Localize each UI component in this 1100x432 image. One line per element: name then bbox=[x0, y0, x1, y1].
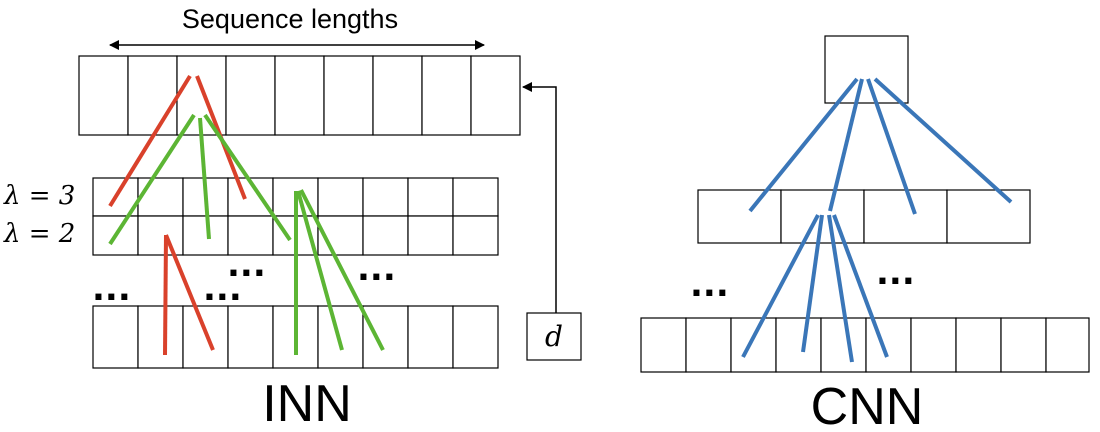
inn-lambda2-cell bbox=[407, 215, 454, 256]
cnn-ellipsis: ... bbox=[876, 253, 915, 293]
lambda-2-label: λ = 2 bbox=[3, 219, 75, 249]
cnn-middle-row bbox=[697, 189, 1031, 244]
inn-lambda2-cell bbox=[227, 215, 274, 256]
inn-lambda3-cell bbox=[317, 177, 364, 217]
inn-lambda2-cell bbox=[452, 215, 499, 256]
inn-bottom-cell bbox=[407, 305, 454, 369]
red-connection-line bbox=[108, 74, 192, 208]
cnn-bottom-cell bbox=[820, 317, 867, 373]
cnn-middle-cell bbox=[863, 189, 948, 244]
inn-ellipsis: ... bbox=[227, 245, 266, 285]
inn-top-cell bbox=[274, 55, 325, 136]
inn-top-cell bbox=[78, 55, 129, 136]
cnn-bottom-cell bbox=[955, 317, 1002, 373]
inn-lambda2-cell bbox=[137, 215, 184, 256]
inn-top-cell bbox=[470, 55, 521, 136]
inn-lambda2-cell bbox=[362, 215, 409, 256]
green-connection-line bbox=[299, 189, 385, 351]
blue-connection-line bbox=[748, 77, 859, 213]
d-box bbox=[526, 312, 582, 361]
inn-bottom-cell bbox=[227, 305, 274, 369]
cnn-bottom-cell bbox=[865, 317, 912, 373]
d-label: d bbox=[545, 320, 563, 353]
inn-bottom-cell bbox=[317, 305, 364, 369]
inn-top-row bbox=[78, 55, 521, 136]
lambda-3-label: λ = 3 bbox=[3, 181, 75, 211]
blue-connection-line bbox=[866, 78, 917, 215]
cnn-blue-connections bbox=[741, 77, 1013, 363]
cnn-bottom-cell bbox=[640, 317, 687, 373]
inn-bottom-cell bbox=[92, 305, 139, 369]
cnn-ellipsis: ... bbox=[690, 265, 729, 305]
inn-top-cell bbox=[127, 55, 178, 136]
inn-bottom-cell bbox=[137, 305, 184, 369]
red-connection-line bbox=[164, 234, 215, 351]
cnn-bottom-cell bbox=[730, 317, 777, 373]
blue-connection-line bbox=[827, 214, 854, 363]
cnn-bottom-cell bbox=[1000, 317, 1047, 373]
inn-lambda3-cell bbox=[362, 177, 409, 217]
inn-ellipsis: ... bbox=[203, 269, 242, 309]
inn-title: INN bbox=[262, 375, 352, 432]
sequence-lengths-label: Sequence lengths bbox=[182, 4, 398, 34]
green-connection-line bbox=[108, 113, 196, 246]
inn-bottom-cell bbox=[182, 305, 229, 369]
blue-connection-line bbox=[832, 214, 889, 358]
cnn-bottom-cell bbox=[775, 317, 822, 373]
cnn-middle-cell bbox=[946, 189, 1031, 244]
cnn-middle-cell bbox=[697, 189, 782, 244]
inn-ellipsis: ... bbox=[357, 249, 396, 289]
inn-green-connections bbox=[108, 113, 385, 355]
blue-connection-line bbox=[873, 77, 1013, 204]
inn-top-cell bbox=[372, 55, 423, 136]
inn-bottom-cell bbox=[452, 305, 499, 369]
cnn-bottom-cell bbox=[910, 317, 957, 373]
inn-lambda3-cell bbox=[137, 177, 184, 217]
inn-lambda2-cell bbox=[182, 215, 229, 256]
inn-diagram: Sequence lengths bbox=[3, 4, 582, 432]
blue-connection-line bbox=[801, 214, 824, 353]
green-connection-line bbox=[198, 117, 211, 240]
cnn-title: CNN bbox=[811, 378, 924, 432]
cnn-bottom-cell bbox=[1045, 317, 1090, 373]
feedback-arrow bbox=[522, 82, 557, 313]
green-connection-line bbox=[203, 113, 292, 242]
inn-ellipsis: ... bbox=[92, 269, 131, 309]
inn-top-cell bbox=[323, 55, 374, 136]
blue-connection-line bbox=[741, 214, 820, 358]
cnn-diagram: ... ... CNN bbox=[640, 35, 1090, 432]
cnn-bottom-row bbox=[640, 317, 1090, 373]
cnn-top-cell bbox=[824, 35, 909, 104]
blue-connection-line bbox=[828, 78, 864, 212]
green-connection-line bbox=[296, 190, 344, 351]
inn-bottom-row bbox=[92, 305, 499, 369]
inn-top-cell bbox=[225, 55, 276, 136]
inn-lambda3-cell bbox=[407, 177, 454, 217]
inn-lambda3-cell bbox=[452, 177, 499, 217]
inn-bottom-cell bbox=[362, 305, 409, 369]
inn-top-cell bbox=[421, 55, 472, 136]
cnn-bottom-cell bbox=[685, 317, 732, 373]
red-connection-line bbox=[163, 234, 168, 356]
